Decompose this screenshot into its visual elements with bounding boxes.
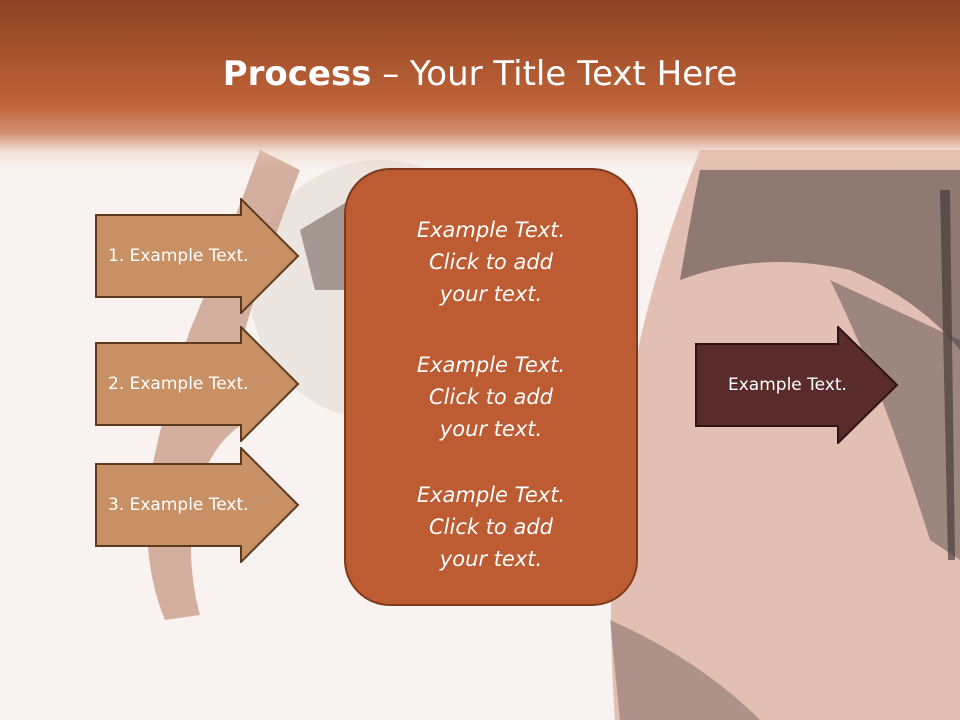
right-arrow[interactable]: Example Text. [695,326,901,444]
arrow-shape [695,326,899,444]
center-paragraph-1: Example Text. Click to add your text. [416,218,566,306]
left-arrow-label: 3. Example Text. [108,495,249,515]
left-arrow-3[interactable]: 3. Example Text. [95,447,301,563]
right-arrow-label: Example Text. [728,375,847,395]
center-paragraph-2: Example Text. Click to add your text. [416,353,566,441]
left-arrow-2[interactable]: 2. Example Text. [95,326,301,442]
arrow-shape [95,326,300,442]
slide-title[interactable]: Process – Your Title Text Here [0,52,960,96]
center-paragraph-3: Example Text. Click to add your text. [416,483,566,571]
left-arrow-label: 2. Example Text. [108,374,249,394]
left-arrow-label: 1. Example Text. [108,246,249,266]
title-rest: – Your Title Text Here [371,54,738,94]
arrow-shape [95,198,300,314]
left-arrow-1[interactable]: 1. Example Text. [95,198,301,314]
title-banner [0,0,960,170]
arrow-shape [95,447,300,563]
title-bold: Process [222,54,372,94]
center-text-box[interactable]: Example Text. Click to add your text. Ex… [344,168,638,606]
